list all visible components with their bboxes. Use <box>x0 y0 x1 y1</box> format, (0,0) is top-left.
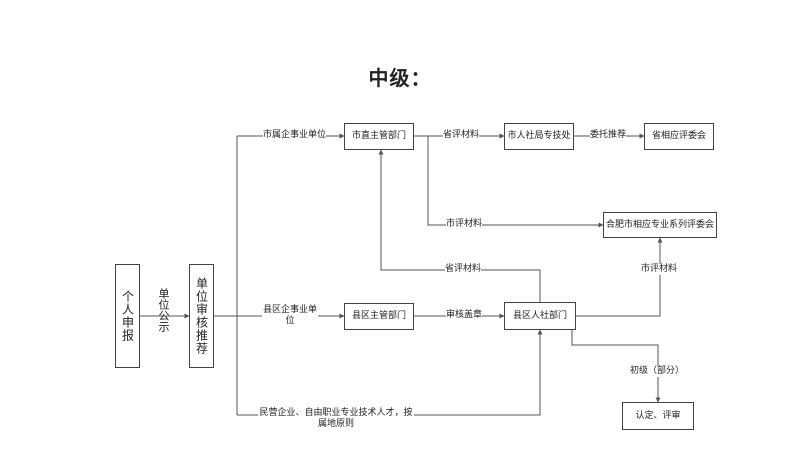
label-entrust: 委托推荐 <box>590 130 627 141</box>
node-unit-review: 单位审核推荐 <box>189 264 214 368</box>
page-title: 中级： <box>368 66 432 90</box>
label-review-stamp: 审核盖章 <box>446 310 483 321</box>
edge-city-hefei <box>427 136 604 228</box>
label-junior: 初级（部分） <box>630 366 685 377</box>
label-city-material-1: 市评材料 <box>446 219 483 230</box>
edge-countyhr-hefei <box>576 237 663 317</box>
node-county-dept: 县区主管部门 <box>344 303 414 330</box>
label-city-material-2: 市评材料 <box>641 264 678 275</box>
label-prov-material-1: 省评材料 <box>443 130 480 141</box>
node-county-hr: 县区人社部门 <box>504 302 576 330</box>
node-prov-committee: 省相应评委会 <box>644 123 714 150</box>
node-city-dept: 市直主管部门 <box>344 123 414 150</box>
edge-private-countyhr <box>414 329 543 416</box>
node-personal: 个人申报 <box>115 264 140 368</box>
label-prov-material-2: 省评材料 <box>445 264 482 275</box>
label-unit-notice: 单位公示 <box>157 288 170 332</box>
label-city-units: 市属企事业单位 <box>263 130 327 141</box>
node-city-hr: 市人社局专技处 <box>504 123 574 150</box>
node-hefei-committee: 合肥市相应专业系列评委会 <box>603 212 717 238</box>
label-county-units: 县区企事业单位 <box>262 305 318 327</box>
label-private: 民营企业、自由职业专业技术人才，按属地原则 <box>258 408 414 430</box>
node-confirm: 认定、评审 <box>622 402 694 430</box>
